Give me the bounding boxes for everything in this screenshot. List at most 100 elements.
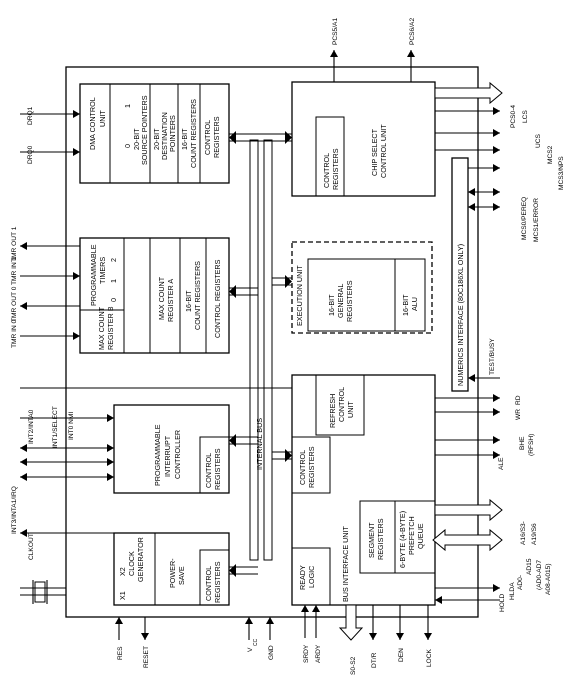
svg-text:0: 0 xyxy=(109,298,118,302)
svg-text:BUS INTERFACE UNIT: BUS INTERFACE UNIT xyxy=(341,526,350,602)
svg-text:REGISTERS: REGISTERS xyxy=(331,148,340,190)
svg-text:20-BIT: 20-BIT xyxy=(152,128,161,150)
svg-text:REFRESH: REFRESH xyxy=(328,394,337,428)
left-pins: DRQ1 DRQ0 TMR OUT 1 TMR IN 1 TMR OUT 0 T… xyxy=(11,106,292,560)
pin-mcs0: MCS0/PEREQ xyxy=(521,197,528,240)
svg-text:READY: READY xyxy=(298,565,307,590)
internal-bus: INTERNAL BUS xyxy=(229,131,292,577)
svg-text:CONTROL REGISTERS: CONTROL REGISTERS xyxy=(213,259,222,338)
pin-ad15: AD15 xyxy=(526,558,533,575)
pin-srdy: SRDY xyxy=(303,644,310,663)
chip-select-unit: CONTROL REGISTERS CHIP SELECT CONTROL UN… xyxy=(291,81,436,197)
svg-text:CLOCK: CLOCK xyxy=(127,551,136,576)
svg-text:16-BIT: 16-BIT xyxy=(327,294,336,316)
pin-res: RES xyxy=(117,646,124,660)
pin-mcs3: MCS3/NPS xyxy=(558,156,565,190)
svg-text:CONTROLLER: CONTROLLER xyxy=(173,430,182,479)
svg-text:REGISTERS: REGISTERS xyxy=(345,280,354,322)
svg-text:REGISTER B: REGISTER B xyxy=(106,306,115,350)
svg-text:SEGMENT: SEGMENT xyxy=(367,522,376,558)
svg-text:PROGRAMMABLE: PROGRAMMABLE xyxy=(89,244,98,306)
svg-text:POWER-: POWER- xyxy=(168,558,177,588)
pin-a19: A19/S6 xyxy=(531,523,538,545)
svg-text:PROGRAMMABLE: PROGRAMMABLE xyxy=(153,424,162,486)
svg-text:16-BIT: 16-BIT xyxy=(401,294,410,316)
pin-lock: LOCK xyxy=(426,648,433,667)
svg-text:GENERAL: GENERAL xyxy=(336,284,345,318)
svg-text:REGISTER A: REGISTER A xyxy=(166,279,175,322)
svg-text:6-BYTE (4-BYTE): 6-BYTE (4-BYTE) xyxy=(398,511,407,568)
bus-interface-unit: REFRESH CONTROL UNIT CONTROL REGISTERS R… xyxy=(291,374,436,606)
pin-pcs5: PCS5/A1 xyxy=(332,18,339,45)
svg-text:X1: X1 xyxy=(118,591,127,600)
svg-text:16-BIT: 16-BIT xyxy=(180,128,189,150)
chip-boundary xyxy=(65,66,479,618)
svg-text:20-BIT: 20-BIT xyxy=(132,128,141,150)
svg-text:LOGIC: LOGIC xyxy=(307,566,316,588)
pin-mcs1: MCS1/ERROR xyxy=(533,198,540,242)
top-pins: PCS5/A1 PCS6/A2 xyxy=(330,18,416,82)
pin-vcc: V xyxy=(247,647,254,652)
svg-text:2: 2 xyxy=(109,258,118,262)
svg-text:1: 1 xyxy=(109,279,118,283)
pin-lcs: LCS xyxy=(522,110,529,123)
pin-wr: WR xyxy=(515,409,522,420)
svg-text:REGISTERS: REGISTERS xyxy=(376,518,385,560)
pin-tmr-out1: TMR OUT 1 xyxy=(11,226,18,262)
svg-text:POINTERS: POINTERS xyxy=(168,115,177,152)
pin-tmr-in0: TMR IN 0 xyxy=(11,319,18,348)
svg-text:CONTROL: CONTROL xyxy=(203,120,212,155)
svg-text:UNIT: UNIT xyxy=(98,110,107,127)
svg-text:CC: CC xyxy=(253,638,259,646)
pin-tmr-in1: TMR IN 1 xyxy=(11,256,18,285)
pin-ardy: ARDY xyxy=(315,644,322,663)
pin-test-busy: TEST/BUSY xyxy=(489,338,496,375)
svg-text:MAX COUNT: MAX COUNT xyxy=(97,306,106,350)
svg-text:CONTROL: CONTROL xyxy=(298,450,307,485)
pin-pcs6: PCS6/A2 xyxy=(409,18,416,45)
dma-control-unit: DMA CONTROL UNIT 0 1 20-BIT SOURCE POINT… xyxy=(79,83,230,184)
pin-a16: A16/S3- xyxy=(520,521,527,545)
pin-den: DEN xyxy=(398,648,405,662)
pin-pcs0-4: PCS0-4 xyxy=(510,105,517,128)
svg-text:NUMERICS INTERFACE (80C186XL O: NUMERICS INTERFACE (80C186XL ONLY) xyxy=(456,244,465,386)
svg-text:REGISTERS: REGISTERS xyxy=(307,446,316,488)
pin-gnd: GND xyxy=(268,645,275,660)
execution-unit: EXECUTION UNIT 16-BIT GENERAL REGISTERS … xyxy=(291,241,433,334)
pin-ad0-ad7: (AD0-AD7 xyxy=(536,560,543,590)
pin-dt-r: DT/R xyxy=(371,652,378,668)
crystal-icon xyxy=(20,580,66,604)
pin-ale: ALE xyxy=(498,457,505,470)
pin-reset: RESET xyxy=(143,646,150,668)
pin-tmr-out0: TMR OUT 0 xyxy=(11,286,18,322)
svg-text:QUEUE: QUEUE xyxy=(416,523,425,549)
right-pins: PCS0-4 LCS UCS MCS2 MCS3/NPS MCS0/PEREQ … xyxy=(432,81,565,612)
svg-text:1: 1 xyxy=(123,104,132,108)
svg-text:GENERATOR: GENERATOR xyxy=(136,537,145,582)
interrupt-controller: PROGRAMMABLE INTERRUPT CONTROLLER CONTRO… xyxy=(113,404,230,494)
svg-text:CONTROL: CONTROL xyxy=(322,153,331,188)
svg-text:REGISTERS: REGISTERS xyxy=(212,116,221,158)
svg-text:INTERRUPT: INTERRUPT xyxy=(163,435,172,477)
svg-text:X2: X2 xyxy=(118,567,127,576)
svg-text:ALU: ALU xyxy=(410,297,419,311)
pin-mcs2: MCS2 xyxy=(547,145,554,164)
pin-hold: HOLD xyxy=(499,593,506,612)
pin-clkout: CLKOUT xyxy=(28,533,35,560)
svg-text:CONTROL: CONTROL xyxy=(204,566,213,601)
svg-text:REGISTERS: REGISTERS xyxy=(213,448,222,490)
pin-int0-nmi: INT0 NMI xyxy=(68,412,75,440)
pin-int1: INT1/SELECT xyxy=(52,406,59,448)
pin-rd: RD xyxy=(515,395,522,405)
svg-text:SAVE: SAVE xyxy=(177,566,186,585)
svg-text:INTERNAL BUS: INTERNAL BUS xyxy=(255,418,264,470)
pin-drq1: DRQ1 xyxy=(27,106,34,125)
svg-text:EXECUTION UNIT: EXECUTION UNIT xyxy=(295,265,304,326)
pin-s0-s2: S0-S2 xyxy=(350,656,357,675)
pin-ucs: UCS xyxy=(535,133,542,148)
svg-text:CONTROL: CONTROL xyxy=(337,387,346,422)
pin-hlda: HLDA xyxy=(509,582,516,600)
pin-rfsh: (RFSH) xyxy=(528,434,535,456)
numerics-interface: NUMERICS INTERFACE (80C186XL ONLY) xyxy=(451,157,469,392)
